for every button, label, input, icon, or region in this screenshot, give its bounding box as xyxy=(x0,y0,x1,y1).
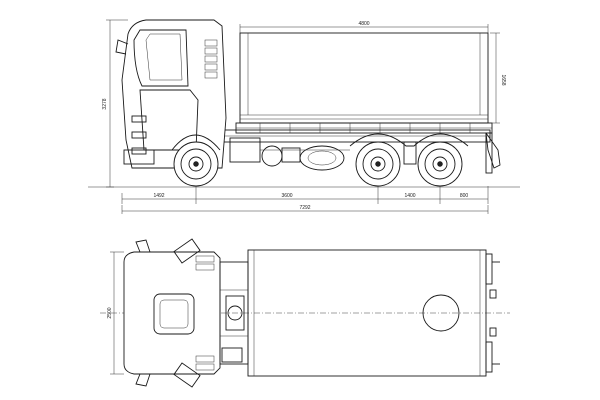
drivetrain xyxy=(229,137,350,171)
dim-front-overhang: 1492 xyxy=(153,193,164,199)
dim-total-height: 3278 xyxy=(102,98,108,109)
mirror-top-right xyxy=(135,373,151,387)
cargo-body xyxy=(239,32,489,124)
cab-door xyxy=(139,89,199,151)
top-hatch xyxy=(422,294,460,332)
roof-hatch xyxy=(153,293,195,335)
tandem-hanger xyxy=(403,141,417,165)
dim-rear-overhang: 800 xyxy=(460,193,469,199)
cab xyxy=(121,19,227,169)
front-wheel-arch xyxy=(171,134,221,151)
mirror-top-left xyxy=(135,239,151,253)
cab-top-vents xyxy=(195,255,215,371)
rear-posts xyxy=(485,253,500,373)
side-view: 4800 1658 3278 1492 3600 1400 800 7292 xyxy=(88,19,520,214)
driveline-top xyxy=(219,261,249,365)
dim-total-length: 7292 xyxy=(299,205,310,211)
rear-wheel-arches xyxy=(349,133,469,147)
dim-tandem-spacing: 1400 xyxy=(404,193,415,199)
cab-steps xyxy=(131,115,147,155)
dim-width: 2500 xyxy=(107,307,113,318)
top-view: 2500 xyxy=(100,238,510,388)
dim-body-height: 1658 xyxy=(500,74,506,85)
rear-hook xyxy=(485,132,501,169)
rear-wheel-1 xyxy=(355,141,401,187)
cab-vents xyxy=(204,39,218,79)
front-wheel xyxy=(173,141,219,187)
dim-body-length: 4800 xyxy=(358,21,369,27)
front-wheel-left-top xyxy=(173,238,201,264)
fuel-tank xyxy=(299,145,345,171)
dim-wheelbase: 3600 xyxy=(281,193,292,199)
cab-top xyxy=(123,251,221,375)
front-bumper xyxy=(123,149,155,165)
side-window xyxy=(133,29,189,87)
side-mirror xyxy=(115,39,129,55)
rear-wheel-2 xyxy=(417,141,463,187)
front-wheel-right-top xyxy=(173,362,201,388)
